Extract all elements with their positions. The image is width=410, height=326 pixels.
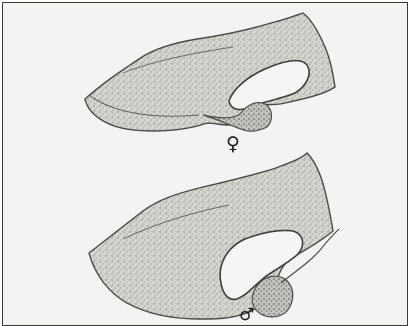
female-pelvis-section: [85, 13, 335, 131]
comparative-pelvis-drawing: [3, 3, 407, 325]
male-symbol-label: ♂: [239, 307, 254, 324]
male-pelvis-section: [89, 153, 339, 319]
female-symbol-label: ♀: [226, 135, 240, 154]
